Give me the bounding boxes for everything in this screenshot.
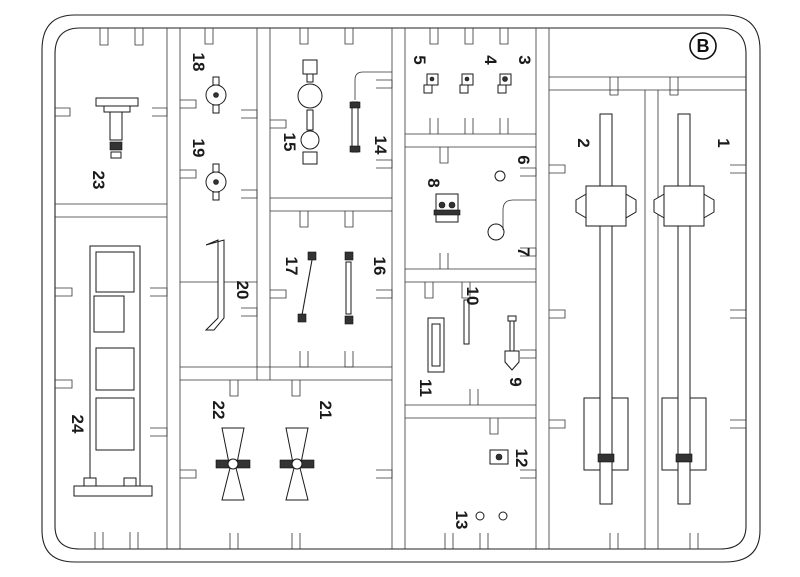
part-label-16: 16	[370, 257, 389, 276]
part-label-7: 7	[514, 247, 533, 256]
part-label-12: 12	[512, 449, 531, 468]
part-14-rod	[349, 71, 392, 153]
part-10-pin	[463, 299, 470, 345]
part-4-bracket	[459, 73, 474, 94]
part-21-wishbone	[279, 427, 315, 501]
part-6-disc	[494, 170, 506, 182]
sprue-gates	[55, 28, 747, 549]
part-label-11: 11	[416, 379, 435, 397]
part-label-13: 13	[452, 511, 471, 530]
part-label-1: 1	[714, 138, 733, 147]
part-19-hub	[205, 163, 227, 201]
part-label-18: 18	[189, 53, 208, 72]
part-label-21: 21	[316, 401, 335, 420]
part-label-9: 9	[506, 377, 525, 386]
part-16-rod	[344, 251, 354, 325]
part-9-shovel	[504, 315, 520, 371]
part-22-wishbone	[215, 427, 251, 501]
part-label-5: 5	[410, 55, 429, 64]
part-label-4: 4	[481, 55, 500, 65]
sprue-inner-frame	[54, 27, 747, 550]
part-label-10: 10	[463, 287, 482, 306]
part-15-axle	[297, 59, 323, 165]
part-8-plate	[433, 193, 461, 223]
part-label-2: 2	[574, 138, 593, 147]
part-number-labels: 1 2 3 4 5 6 7 8 9 10 11 12 13 14 15 16 1…	[68, 53, 733, 530]
part-11-toolbox	[427, 317, 445, 373]
part-2-frame-rail	[575, 113, 637, 505]
part-label-15: 15	[280, 133, 299, 152]
part-3-bracket	[497, 73, 512, 94]
part-20-bracket	[204, 239, 225, 331]
part-label-19: 19	[189, 139, 208, 158]
part-label-14: 14	[371, 136, 390, 155]
sprue-rails	[55, 28, 746, 549]
part-label-8: 8	[424, 178, 443, 187]
part-13-washers	[475, 511, 508, 521]
part-label-17: 17	[282, 257, 301, 276]
part-1-frame-rail	[653, 113, 715, 505]
part-5-bracket	[423, 73, 439, 94]
part-label-20: 20	[233, 281, 252, 300]
part-17-rod	[297, 251, 317, 323]
part-label-22: 22	[209, 401, 228, 420]
part-label-3: 3	[515, 55, 534, 64]
part-label-24: 24	[68, 415, 87, 434]
part-23-bracket	[95, 97, 139, 159]
sprue-outer-frame	[41, 14, 761, 563]
part-18-hub	[205, 76, 227, 114]
sprue-letter: B	[697, 36, 710, 56]
part-label-6: 6	[514, 155, 533, 164]
part-24-chassis	[73, 245, 153, 497]
sprue-letter-badge	[689, 32, 717, 60]
part-label-23: 23	[89, 171, 108, 190]
part-7-cap	[487, 199, 536, 241]
part-12-block	[489, 449, 509, 465]
